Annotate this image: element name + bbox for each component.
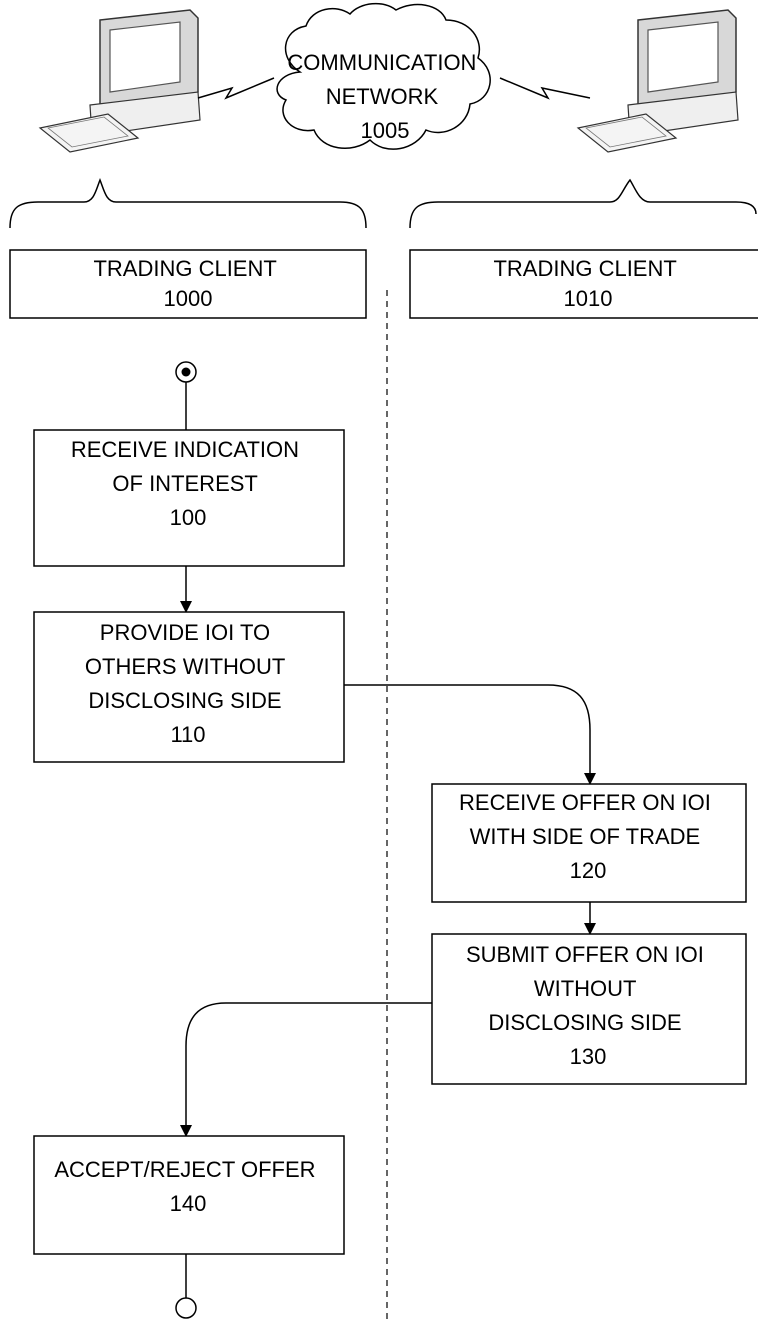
left-network-link: [197, 77, 275, 100]
step-110-box: [33, 611, 345, 763]
desktop-computer-icon-left: [38, 9, 201, 153]
step-120-box: [431, 783, 747, 903]
step-110-label: PROVIDE IOI TO OTHERS WITHOUT DISCLOSING…: [85, 620, 291, 747]
arrow-130-to-140: [180, 1002, 432, 1137]
step-100-box: [33, 429, 345, 567]
right-lane-brace: [409, 178, 757, 229]
step-130-box: [431, 933, 747, 1085]
lane-header-right-label: TRADING CLIENT 1010: [493, 256, 682, 311]
lane-header-right: [409, 249, 758, 319]
start-node-dot: [181, 367, 191, 377]
step-130-label: SUBMIT OFFER ON IOI WITHOUT DISCLOSING S…: [466, 942, 710, 1069]
step-140-label: ACCEPT/REJECT OFFER 140: [54, 1157, 321, 1216]
end-node: [175, 1297, 197, 1319]
step-100-label: RECEIVE INDICATION OF INTEREST 100: [71, 437, 305, 530]
arrow-110-to-120: [344, 684, 596, 785]
step-120-label: RECEIVE OFFER ON IOI WITH SIDE OF TRADE …: [459, 790, 717, 883]
network-label: COMMUNICATION NETWORK 1005: [287, 50, 482, 143]
right-network-link: [499, 77, 591, 100]
left-lane-brace: [9, 177, 367, 229]
desktop-computer-icon-right: [576, 9, 739, 153]
step-140-box: [33, 1135, 345, 1255]
lane-header-left: [9, 249, 367, 319]
lane-header-left-label: TRADING CLIENT 1000: [93, 256, 282, 311]
cloud-icon: [276, 2, 491, 150]
